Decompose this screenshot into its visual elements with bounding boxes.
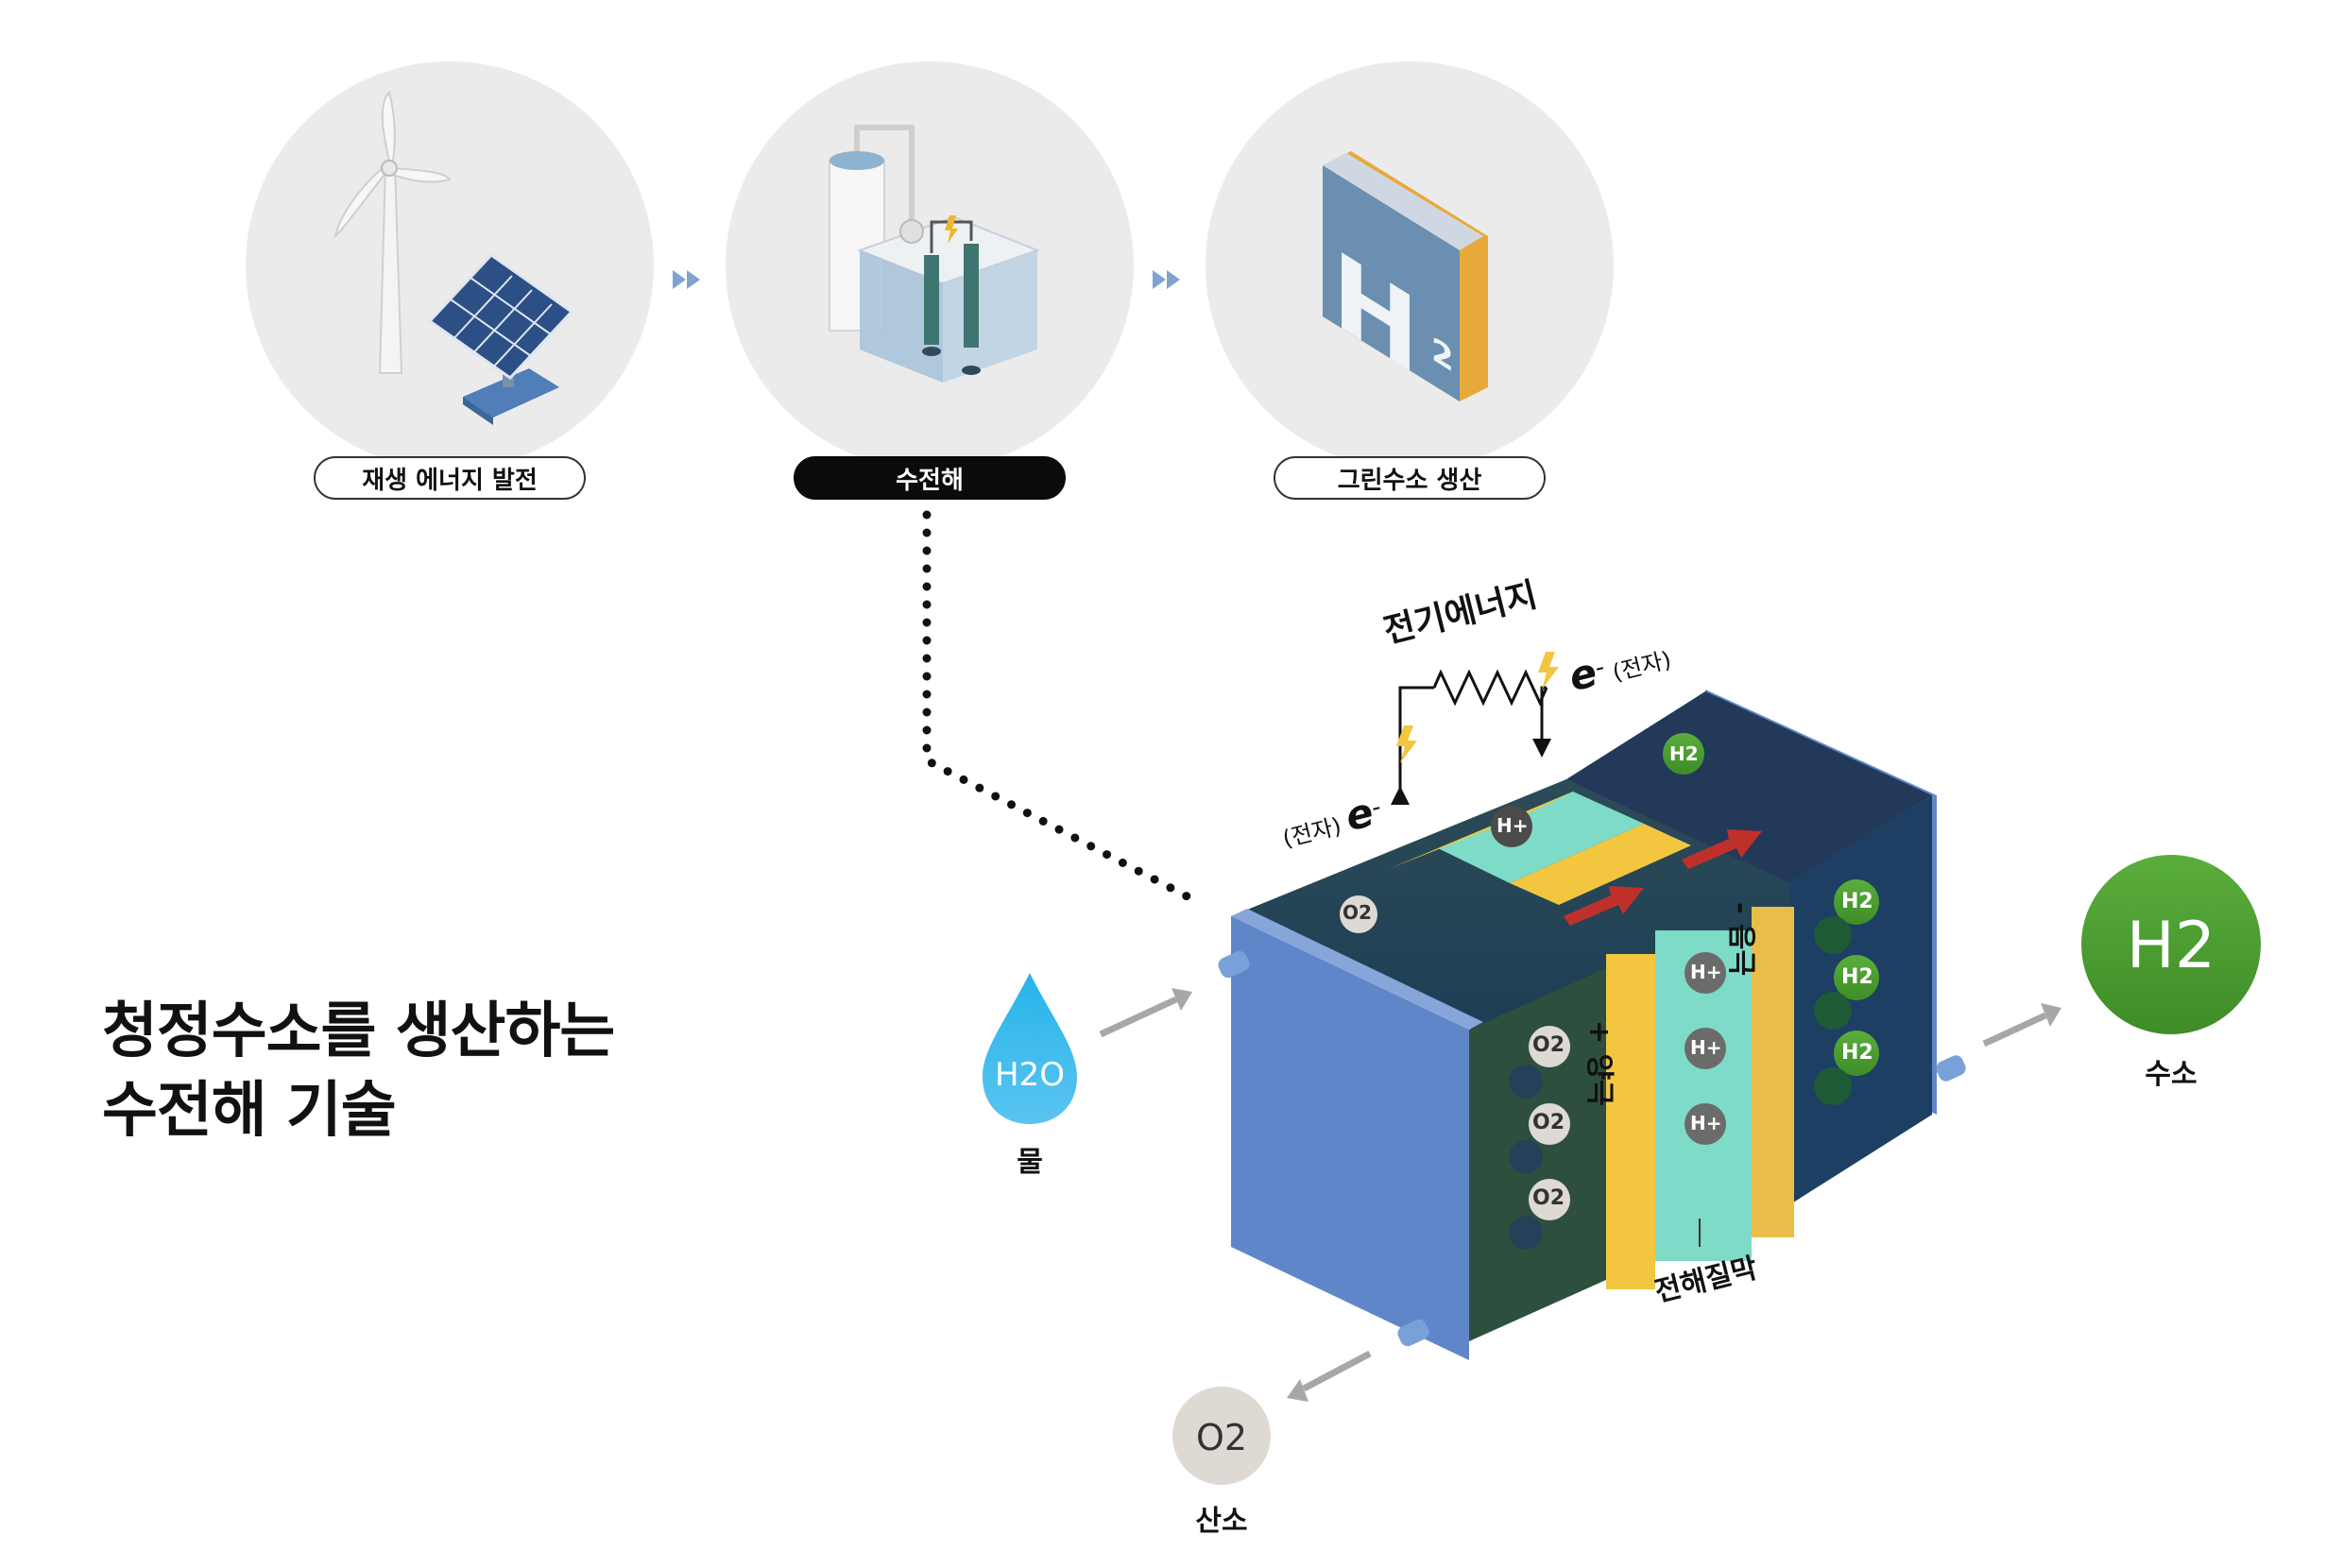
h2-molecules xyxy=(1663,733,1879,1105)
front-plate-top xyxy=(1231,909,1483,1030)
hydrogen-output-circle xyxy=(2081,855,2261,1034)
flow-arrows xyxy=(1099,988,2061,1402)
electrolyzer-icon xyxy=(829,125,1040,383)
page-title: 청정수소를 생산하는 수전해 기술 xyxy=(102,992,615,1150)
h2-label-3: H2 xyxy=(1841,1041,1873,1065)
anode-label: + 양극 xyxy=(1582,1020,1616,1106)
step-label-green-hydrogen: 그린수소 생산 xyxy=(1274,456,1546,500)
solar-panel-icon xyxy=(427,253,574,425)
membrane-top xyxy=(1438,792,1644,883)
lightning-icon xyxy=(1396,652,1559,763)
front-plate xyxy=(1231,916,1469,1360)
o2-top-label: O2 xyxy=(1343,901,1372,924)
h-plus-label-top: H+ xyxy=(1496,814,1529,837)
electron-arrow-down xyxy=(1532,739,1551,758)
proton-flow-arrow-1 xyxy=(1564,886,1644,926)
h-plus-label-3: H+ xyxy=(1690,1112,1722,1134)
oxygen-outlet-pipe xyxy=(1397,1319,1429,1347)
cathode-front xyxy=(1752,907,1794,1237)
hydrogen-outlet-pipe xyxy=(1936,1055,1966,1082)
title-line-1: 청정수소를 생산하는 xyxy=(102,997,615,1066)
o2-label-3: O2 xyxy=(1532,1186,1565,1210)
o2-molecules xyxy=(1340,895,1570,1250)
circuit-wire xyxy=(1398,669,1548,801)
h2-label-2: H2 xyxy=(1841,965,1873,989)
o2-label-1: O2 xyxy=(1532,1033,1565,1057)
anode-top xyxy=(1389,792,1573,869)
h-plus-label-1: H+ xyxy=(1690,961,1722,983)
svg-text:2: 2 xyxy=(1431,329,1454,381)
hydrogen-symbol: H2 xyxy=(2126,909,2216,983)
cathode-chamber xyxy=(1566,691,1932,883)
water-symbol: H2O xyxy=(995,1056,1065,1094)
oxygen-symbol: O2 xyxy=(1195,1417,1248,1458)
h2-tile-icon: H 2 xyxy=(1323,151,1488,401)
step-label-electrolysis: 수전해 xyxy=(794,456,1066,500)
anode-top-2 xyxy=(1510,824,1691,905)
water-drop-icon xyxy=(983,973,1077,1124)
anode-front xyxy=(1606,954,1655,1289)
step-arrow-2 xyxy=(1153,270,1180,289)
water-label: 물 xyxy=(1017,1146,1043,1179)
h-plus-label-2: H+ xyxy=(1690,1036,1722,1059)
oxygen-label: 산소 xyxy=(1195,1505,1248,1538)
h2-label-1: H2 xyxy=(1841,890,1873,913)
h2-top-label: H2 xyxy=(1669,742,1699,765)
title-line-2: 수전해 기술 xyxy=(102,1076,397,1146)
wind-turbine-icon xyxy=(333,91,452,374)
o2-label-2: O2 xyxy=(1532,1111,1565,1134)
water-inlet-pipe xyxy=(1218,950,1250,979)
step-arrow-1 xyxy=(673,270,700,289)
step-circle-renewable xyxy=(246,61,654,469)
dotted-connector xyxy=(922,510,1203,907)
cathode-label: - 음극 xyxy=(1724,902,1757,977)
proton-flow-arrow-2 xyxy=(1682,829,1762,869)
hydrogen-label: 수소 xyxy=(2145,1058,2198,1091)
h-plus-ions xyxy=(1491,806,1726,1145)
membrane-pointer xyxy=(1699,1219,1701,1247)
step-label-renewable: 재생 에너지 발전 xyxy=(314,456,586,500)
oxygen-output-circle xyxy=(1172,1387,1271,1485)
electron-arrow-up xyxy=(1391,786,1410,805)
